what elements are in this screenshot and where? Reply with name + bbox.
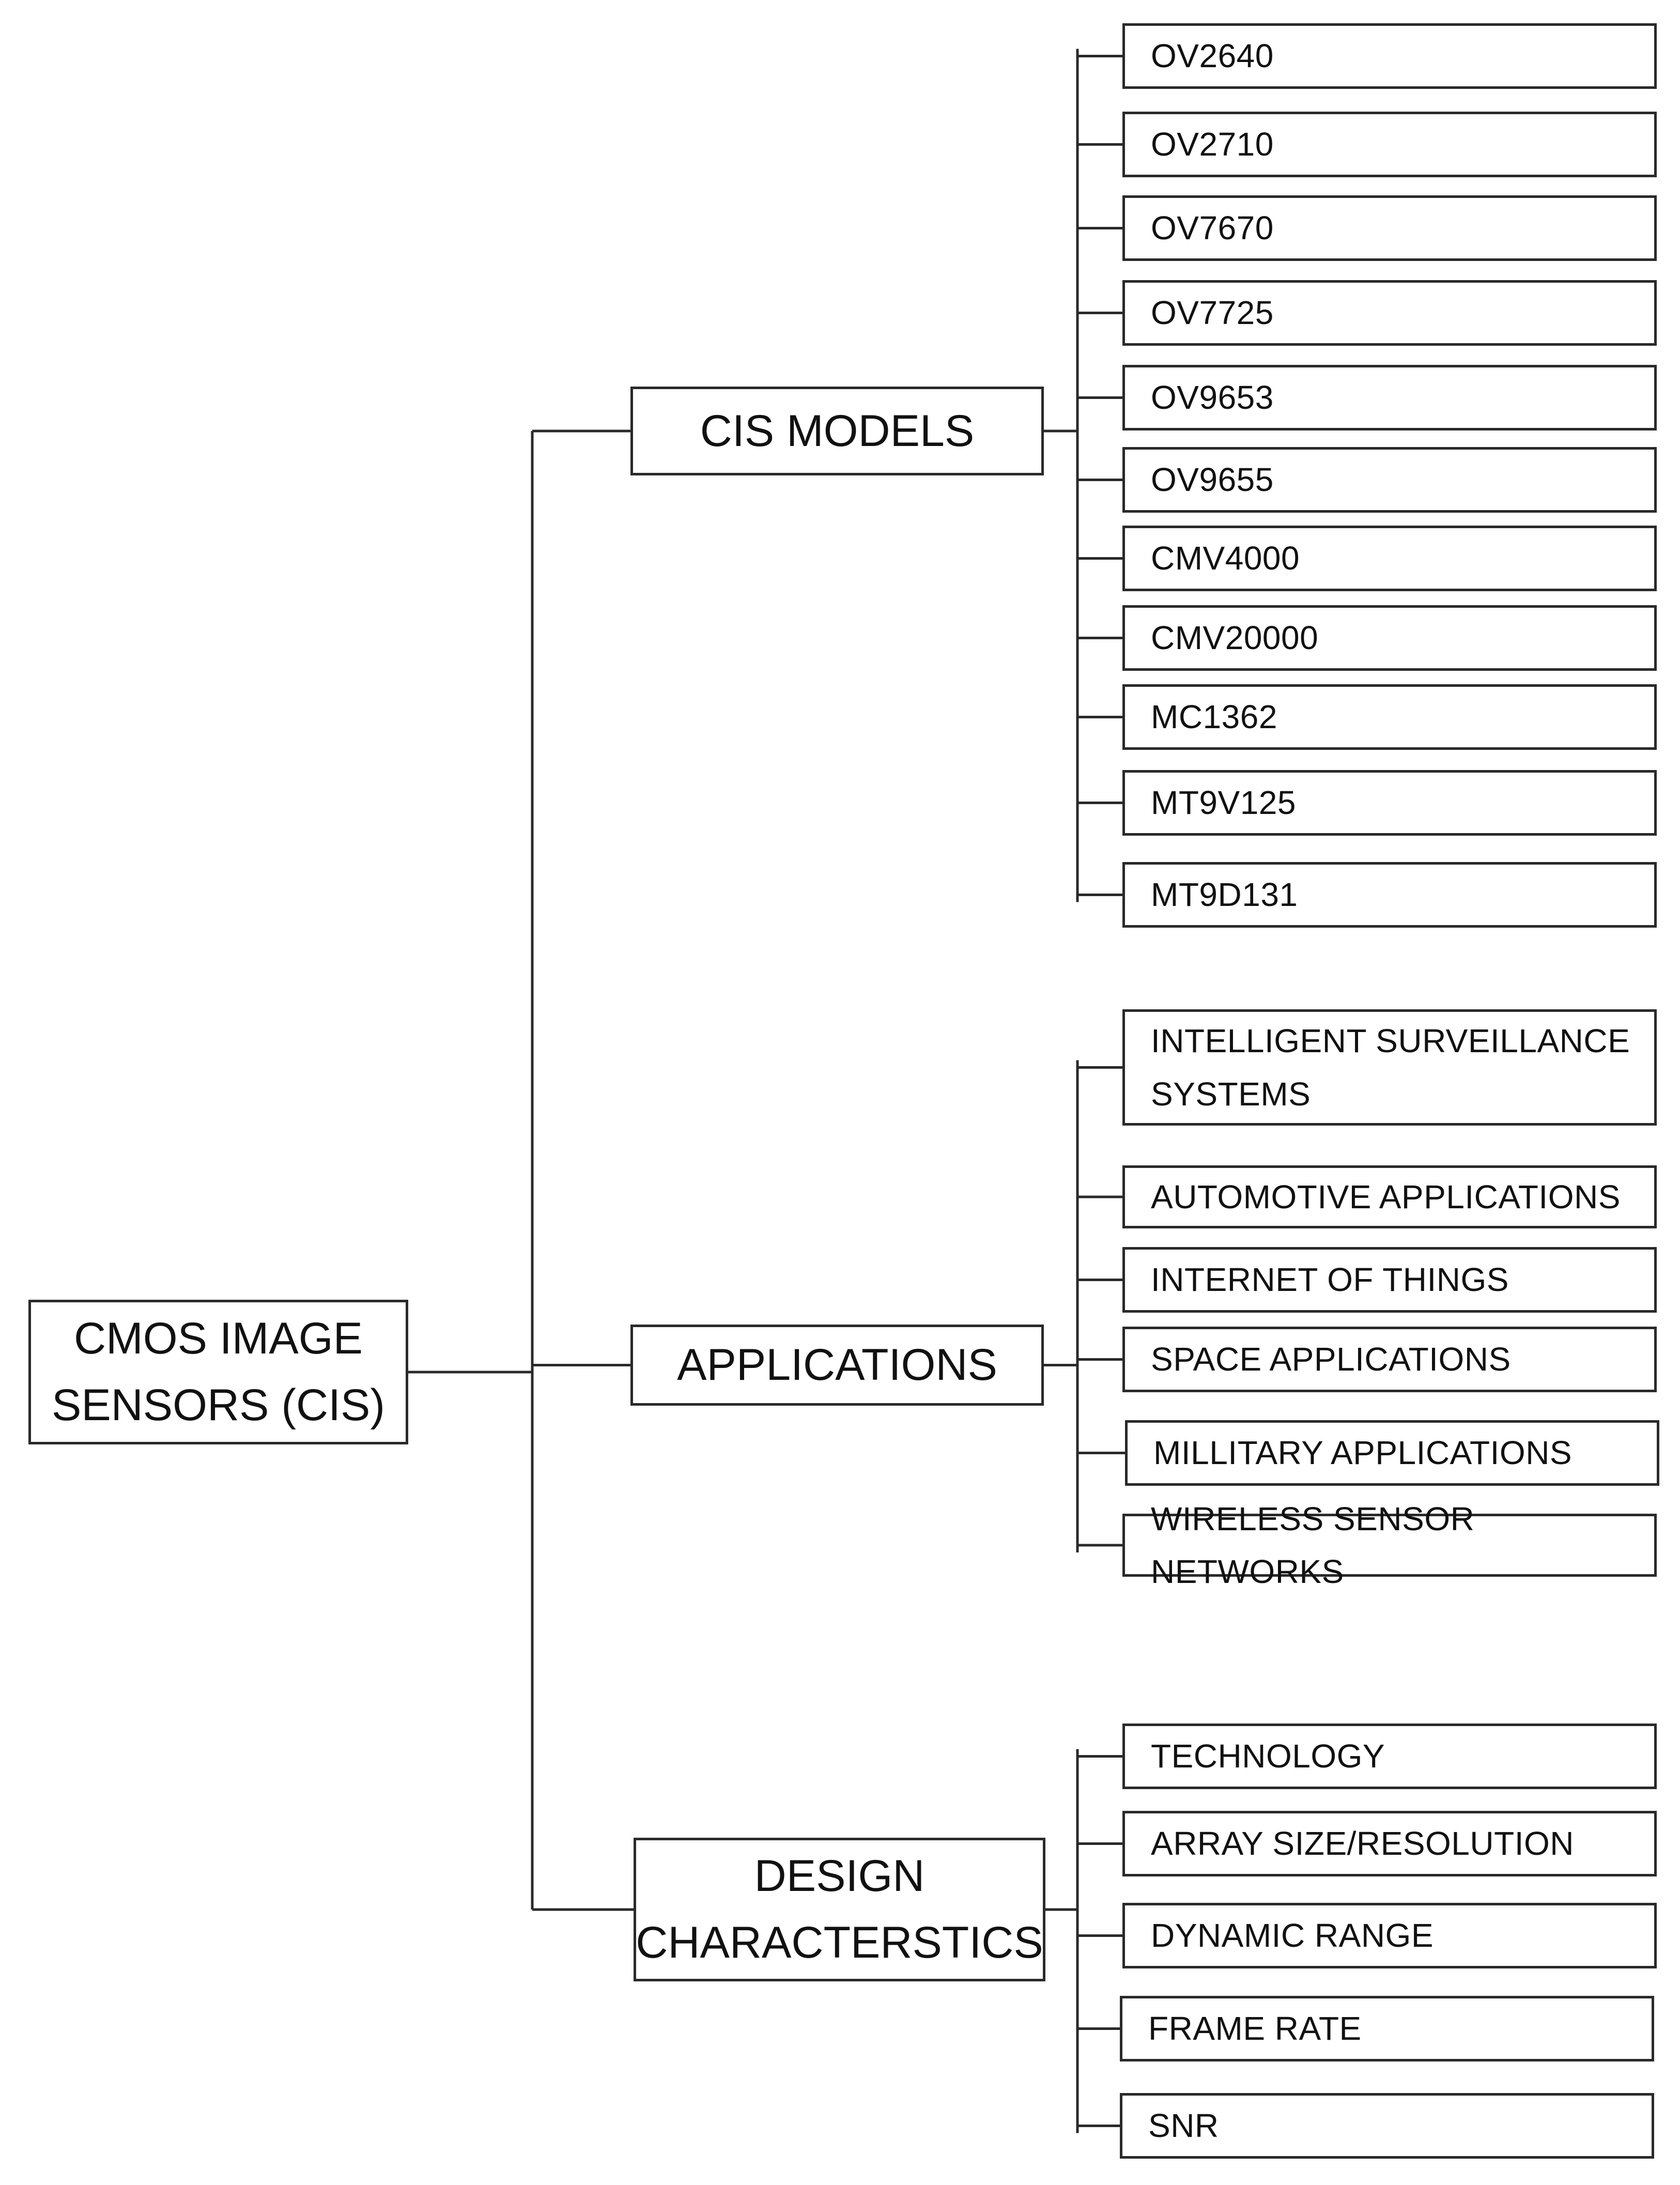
leaf-label: SNR [1148,2107,1219,2145]
leaf-node: ARRAY SIZE/RESOLUTION [1122,1811,1657,1876]
branch-label: CIS MODELS [700,406,975,456]
leaf-node: OV2640 [1122,23,1657,89]
leaf-label: WIRELESS SENSOR NETWORKS [1151,1500,1484,1590]
leaf-label: OV7670 [1151,209,1274,247]
leaf-label: CMV20000 [1151,619,1319,657]
branch-node-applications: APPLICATIONS [630,1325,1044,1406]
branch-label: APPLICATIONS [677,1340,997,1390]
leaf-node: MILLITARY APPLICATIONS [1125,1420,1659,1486]
leaf-label: FRAME RATE [1148,2010,1362,2048]
leaf-label: OV7725 [1151,294,1274,332]
leaf-node: OV2710 [1122,112,1657,177]
leaf-label: AUTOMOTIVE APPLICATIONS [1151,1178,1621,1215]
leaf-node: OV9655 [1122,447,1657,513]
leaf-label: MC1362 [1151,698,1277,736]
leaf-node: CMV20000 [1122,605,1657,671]
leaf-label: SPACE APPLICATIONS [1151,1341,1511,1378]
branch-node-cis-models: CIS MODELS [630,387,1044,475]
leaf-label: MILLITARY APPLICATIONS [1153,1434,1573,1472]
branch-label: DESIGN CHARACTERSTICS [636,1851,1043,1967]
leaf-node: OV7725 [1122,280,1657,346]
leaf-label: INTELLIGENT SURVEILLANCE SYSTEMS [1151,1022,1630,1113]
leaf-label: INTERNET OF THINGS [1151,1261,1509,1299]
root-label: CMOS IMAGE SENSORS (CIS) [51,1314,386,1430]
leaf-node: MT9D131 [1122,862,1657,928]
leaf-node: INTERNET OF THINGS [1122,1247,1657,1313]
leaf-node: INTELLIGENT SURVEILLANCE SYSTEMS [1122,1009,1657,1126]
leaf-label: MT9D131 [1151,876,1298,914]
leaf-node: DYNAMIC RANGE [1122,1903,1657,1968]
leaf-label: TECHNOLOGY [1151,1737,1385,1775]
leaf-label: OV2640 [1151,37,1274,75]
leaf-label: OV9653 [1151,379,1274,417]
leaf-label: OV2710 [1151,126,1274,163]
leaf-label: MT9V125 [1151,784,1296,822]
root-node: CMOS IMAGE SENSORS (CIS) [28,1300,408,1444]
leaf-label: CMV4000 [1151,540,1300,577]
leaf-node: AUTOMOTIVE APPLICATIONS [1122,1165,1657,1228]
leaf-node: MT9V125 [1122,770,1657,836]
leaf-label: OV9655 [1151,461,1274,499]
leaf-node: CMV4000 [1122,526,1657,591]
branch-node-design-characteristics: DESIGN CHARACTERSTICS [634,1838,1045,1981]
leaf-label: DYNAMIC RANGE [1151,1917,1434,1955]
leaf-node: OV9653 [1122,365,1657,430]
leaf-label: ARRAY SIZE/RESOLUTION [1151,1825,1574,1863]
leaf-node: SNR [1120,2093,1654,2159]
leaf-node: FRAME RATE [1120,1996,1654,2061]
leaf-node: SPACE APPLICATIONS [1122,1327,1657,1392]
leaf-node: MC1362 [1122,684,1657,750]
leaf-node: WIRELESS SENSOR NETWORKS [1122,1500,1657,1590]
leaf-node: OV7670 [1122,195,1657,261]
leaf-node: TECHNOLOGY [1122,1724,1657,1789]
